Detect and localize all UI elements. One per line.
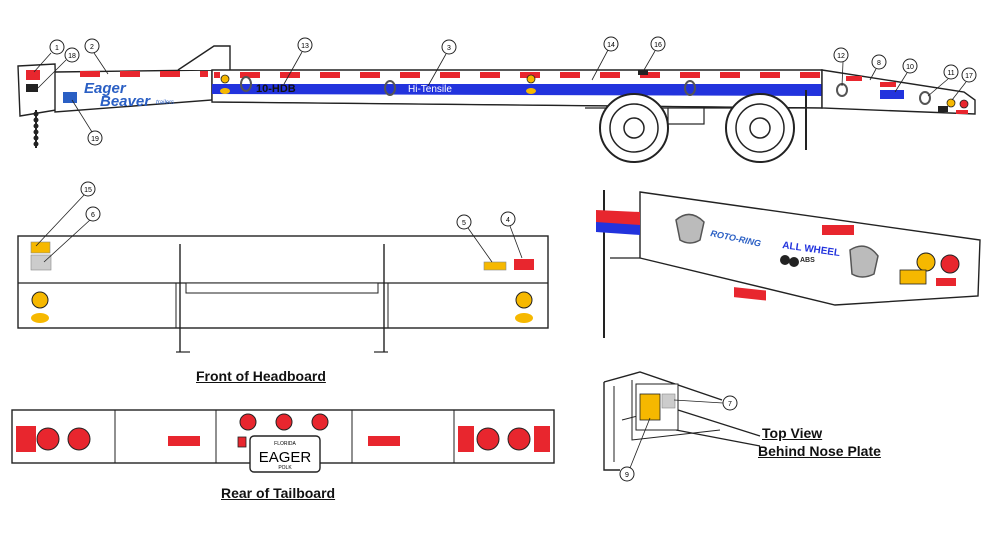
callout-3: 3 — [447, 45, 451, 52]
brand-line2: Beaver — [100, 93, 151, 110]
brand-line1: Eager — [84, 80, 127, 97]
top-view-caption-line1: Top View — [762, 425, 823, 441]
rear-closeup-view: ROTO-RING ALL WHEEL ABS — [596, 190, 981, 338]
callout-9: 9 — [625, 472, 629, 479]
nose-decal-7 — [661, 393, 676, 409]
headboard-decal-15 — [30, 241, 51, 254]
tailboard-rear-view: FLORIDA EAGER POLK — [11, 409, 555, 473]
abs-decal: ABS — [800, 257, 815, 264]
callout-6: 6 — [91, 212, 95, 219]
callout-19: 19 — [91, 136, 99, 143]
plate-county: POLK — [278, 465, 292, 471]
tailboard-caption: Rear of Tailboard — [221, 485, 336, 501]
callout-5: 5 — [462, 220, 466, 227]
top-view-caption-line2: Behind Nose Plate — [758, 443, 881, 459]
headboard-decal-5 — [483, 261, 507, 271]
callout-15: 15 — [84, 187, 92, 194]
callout-18: 18 — [68, 53, 76, 60]
trailer-side-view: Eager Beaver trailers 10-HDB Hi-Tensile — [17, 36, 977, 163]
callout-11: 11 — [947, 70, 954, 77]
headboard-front-view: 15 6 5 4 — [17, 181, 549, 353]
side-callouts: 1 18 2 19 13 3 14 16 12 8 10 11 17 — [33, 36, 977, 146]
callout-2: 2 — [90, 44, 94, 51]
callout-8: 8 — [877, 60, 881, 67]
model-decal: 10-HDB — [256, 83, 296, 95]
tandem-wheels — [585, 93, 805, 163]
callout-14: 14 — [607, 42, 615, 49]
callout-16: 16 — [654, 42, 662, 49]
landing-jack — [33, 110, 39, 148]
front-plate-decal — [26, 84, 38, 92]
headboard-caption: Front of Headboard — [196, 368, 326, 384]
brand-suffix: trailers — [156, 100, 174, 106]
callout-7: 7 — [728, 401, 732, 408]
plate-state: FLORIDA — [274, 441, 296, 447]
top-view-detail: 7 9 — [603, 371, 761, 482]
callout-12: 12 — [837, 53, 845, 60]
callout-17: 17 — [965, 73, 973, 80]
license-plate — [249, 435, 321, 473]
plate-text: EAGER — [259, 449, 312, 466]
callout-1: 1 — [55, 45, 59, 52]
nose-decal-9 — [639, 393, 661, 421]
callout-13: 13 — [301, 43, 309, 50]
blue-stripe — [212, 84, 822, 96]
callout-4: 4 — [506, 217, 510, 224]
headboard-decal-6 — [30, 254, 52, 271]
front-warning-decal — [26, 70, 40, 80]
hi-tensile-decal: Hi-Tensile — [408, 84, 452, 95]
callout-10: 10 — [906, 64, 914, 71]
side-vin-decal — [63, 92, 77, 103]
headboard-decal-4 — [514, 259, 534, 270]
